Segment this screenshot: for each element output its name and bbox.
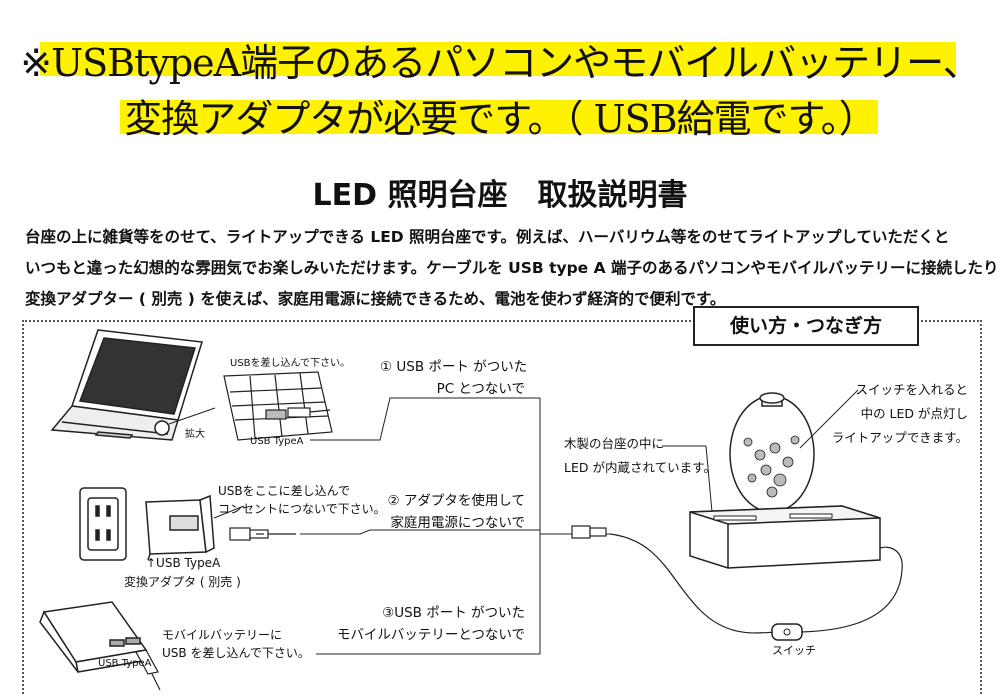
step3-line-1: ③USB ポート がついた	[382, 605, 525, 621]
usage-section-box	[22, 320, 982, 694]
adapter-caption-2: 変換アダプタ ( 別売 )	[124, 575, 241, 589]
battery-note-1: モバイルバッテリーに	[162, 628, 283, 642]
page-title: LED 照明台座 取扱説明書	[312, 178, 688, 213]
flower-illustration	[743, 435, 800, 498]
cable	[609, 533, 903, 634]
lamp-base-note-1: 木製の台座の中に	[564, 436, 665, 451]
laptop-usb-type: USB TypeA	[250, 436, 304, 447]
step1-line-2: PC とつないで	[436, 381, 525, 397]
battery-note-2: USB を差し込んで下さい。	[162, 646, 310, 660]
laptop-usb-note: USBを差し込んで下さい。	[230, 358, 351, 369]
step1-line-1: ① USB ポート がついた	[380, 359, 528, 375]
lamp-illustration	[689, 392, 881, 569]
adapter-note-2: コンセントにつないで下さい。	[218, 502, 386, 516]
step2-line-2: 家庭用電源につないで	[390, 515, 525, 531]
laptop-illustration	[50, 329, 203, 441]
adapter-illustration	[145, 494, 215, 561]
intro-line-3: 変換アダプター ( 別売 ) を使えば、家庭用電源に接続できるため、電池を使わず…	[25, 290, 726, 308]
battery-usb-plug	[135, 649, 161, 691]
adapter-caption-1: ↑USB TypeA	[146, 556, 221, 570]
step3-line-2: モバイルバッテリーとつないで	[336, 627, 525, 643]
lamp-usb-plug-icon	[571, 525, 607, 539]
zoom-label: 拡大	[185, 429, 205, 440]
switch-label: スイッチ	[772, 644, 816, 657]
section-label: 使い方・つなぎ方	[693, 306, 919, 346]
banner-highlight-1	[40, 42, 956, 76]
banner-line-2: 変換アダプタが必要です。（ USB給電です。）	[124, 97, 876, 141]
intro-line-2: いつもと違った幻想的な雰囲気でお楽しみいただけます。ケーブルを USB type…	[25, 259, 999, 277]
banner-line-1: ※USBtypeA端子のあるパソコンやモバイルバッテリー、	[20, 41, 980, 85]
banner-highlight-2	[120, 100, 878, 134]
battery-usb-type: USB TypeA	[98, 658, 152, 669]
intro-line-1: 台座の上に雑貨等をのせて、ライトアップできる LED 照明台座です。例えば、ハー…	[25, 228, 950, 246]
usb-plug-icon	[229, 527, 296, 541]
switch-note-3: ライトアップできます。	[831, 430, 968, 445]
lamp-base-note-2: LED が内蔵されています。	[564, 460, 716, 475]
step2-line-1: ② アダプタを使用して	[387, 493, 526, 509]
connector-lines	[300, 397, 610, 655]
adapter-note-1: USBをここに差し込んで	[218, 484, 351, 498]
outlet-illustration	[79, 487, 127, 561]
switch-note-1: スイッチを入れると	[855, 382, 968, 397]
zoom-icon	[154, 420, 170, 436]
keyboard-zoom-illustration	[223, 371, 333, 441]
switch-note-2: 中の LED が点灯し	[860, 406, 968, 421]
